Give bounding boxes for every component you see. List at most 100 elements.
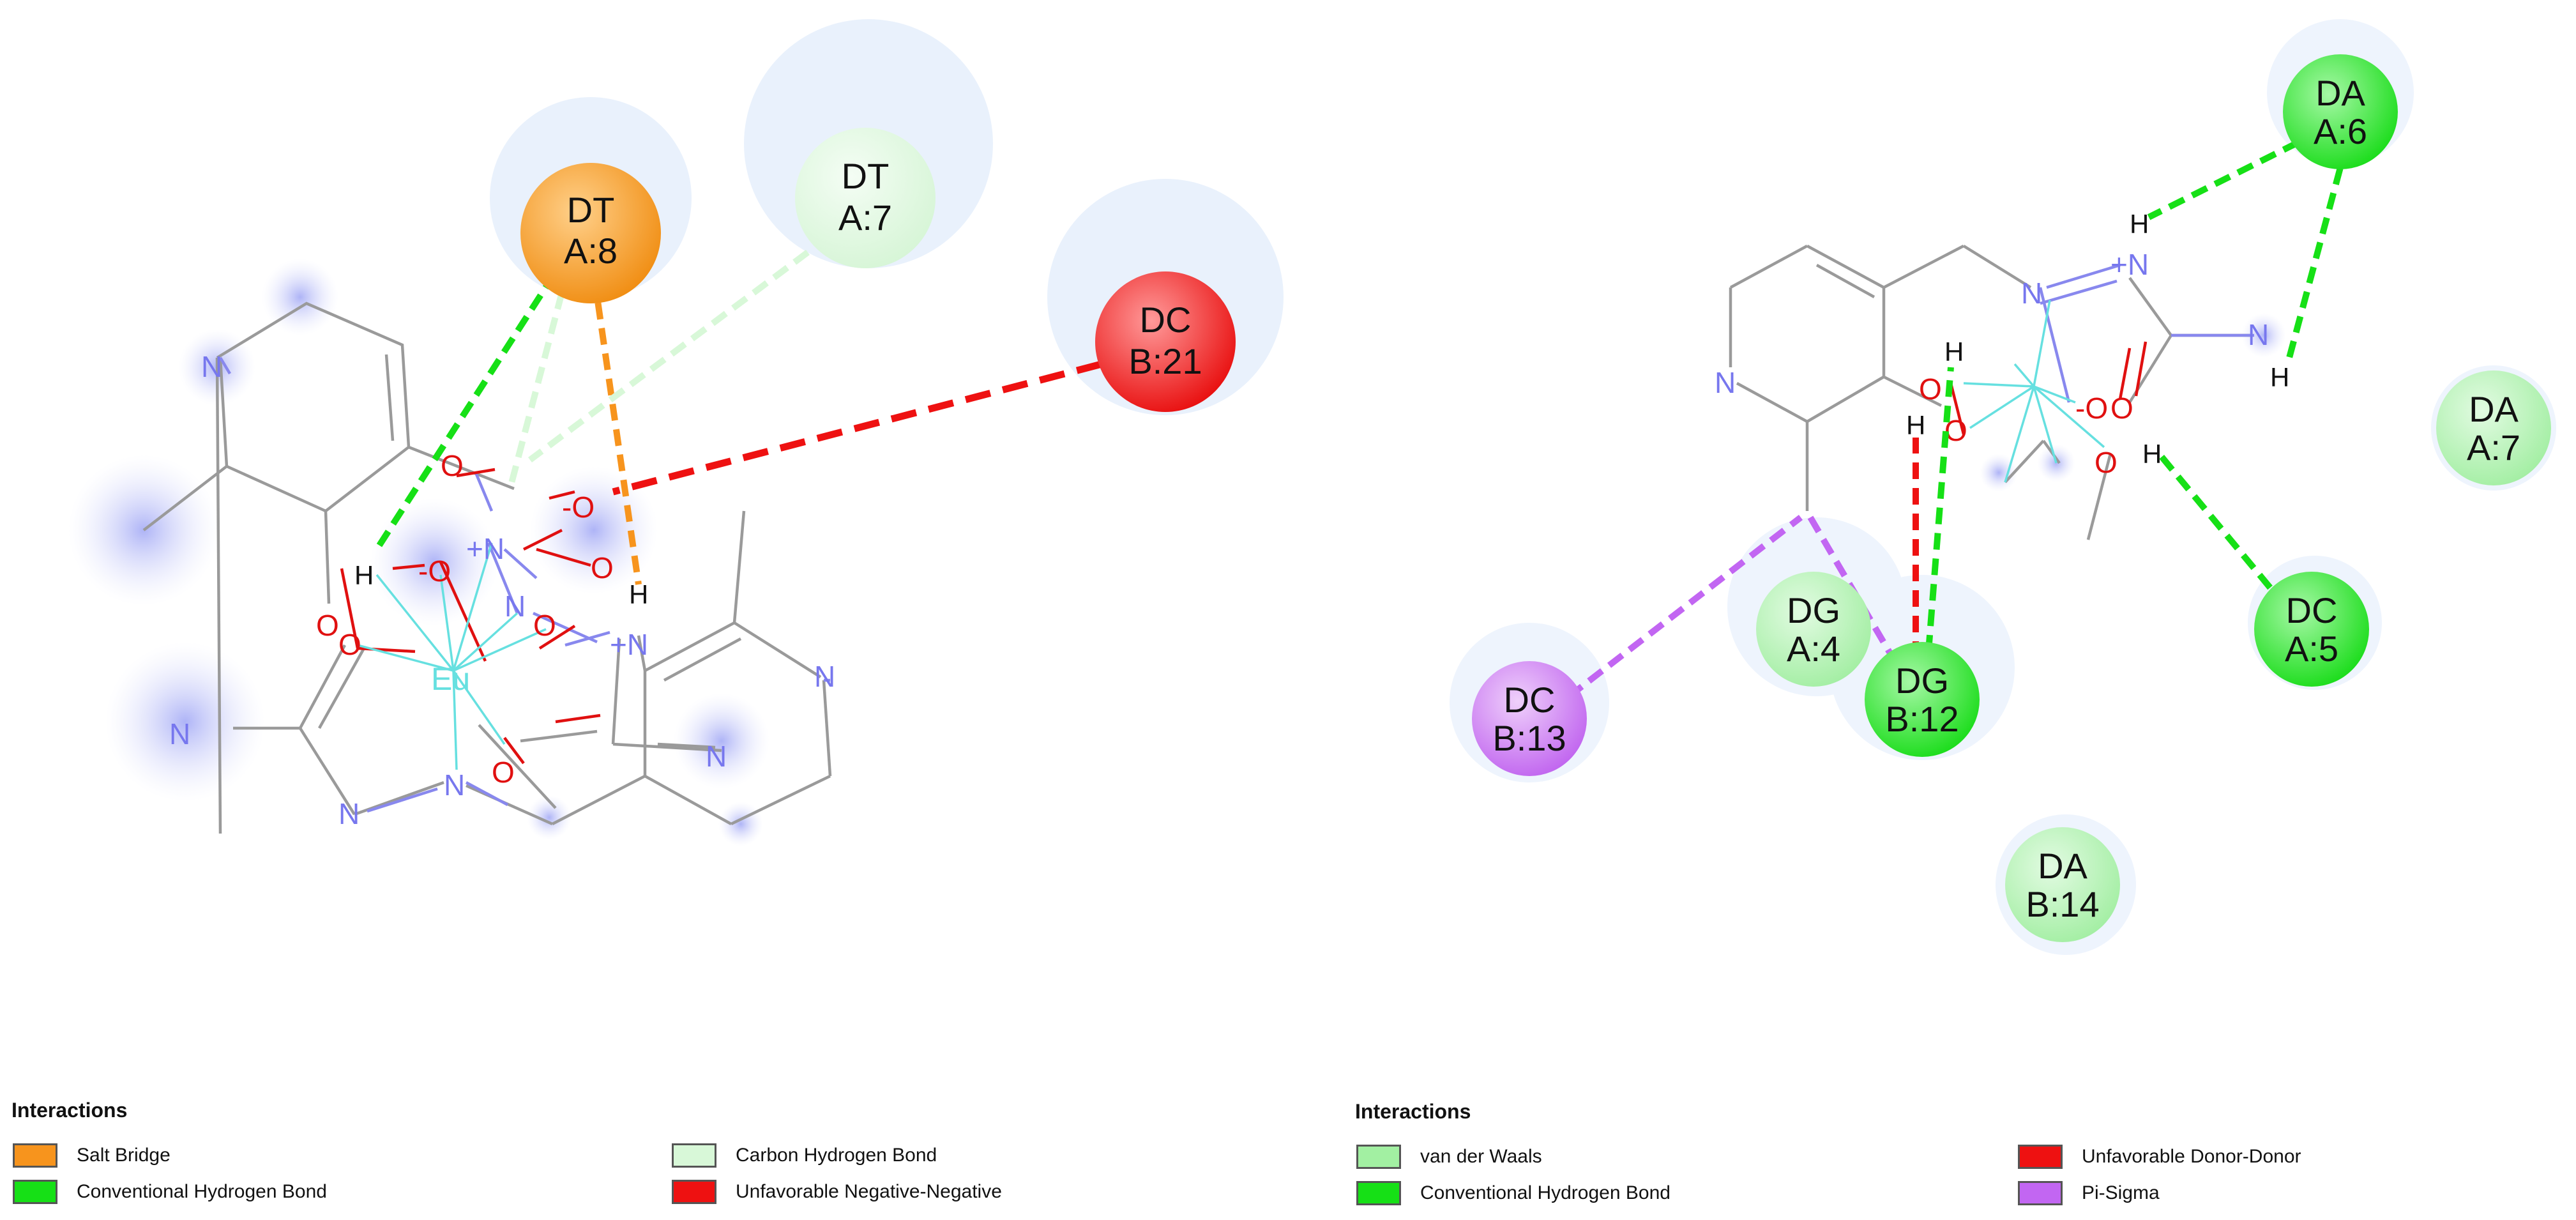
atom-n: N bbox=[201, 350, 222, 383]
atom-o: O bbox=[2110, 392, 2133, 425]
atom-eu: Eu bbox=[431, 661, 470, 697]
residue-id: A:7 bbox=[2467, 427, 2520, 468]
residue-name: DG bbox=[1787, 590, 1840, 630]
residue-dc-b13: DC B:13 bbox=[1472, 661, 1587, 776]
legend-label: Conventional Hydrogen Bond bbox=[77, 1181, 327, 1202]
atom-n: N bbox=[338, 797, 360, 830]
atom-h: H bbox=[1944, 337, 1964, 367]
residue-name: DG bbox=[1895, 660, 1949, 701]
blur-8 bbox=[527, 795, 572, 840]
residue-id: A:8 bbox=[564, 231, 617, 271]
residue-disc bbox=[520, 163, 661, 303]
residue-id: A:6 bbox=[2314, 111, 2367, 151]
carbon-hbond-line-dt-a7 bbox=[528, 249, 810, 463]
legend-label: Conventional Hydrogen Bond bbox=[1420, 1182, 1671, 1203]
legend-label: Salt Bridge bbox=[77, 1145, 170, 1166]
legend-swatch bbox=[672, 1180, 716, 1204]
atom-h: H bbox=[2130, 209, 2149, 239]
residue-id: B:21 bbox=[1128, 341, 1202, 381]
legend-swatch bbox=[13, 1143, 57, 1168]
legend-title: Interactions bbox=[1355, 1100, 1471, 1123]
atom-o: O bbox=[316, 609, 339, 642]
atom-h: H bbox=[354, 560, 374, 590]
residue-dg-b12: DG B:12 bbox=[1865, 642, 1980, 757]
blur-2 bbox=[105, 642, 265, 802]
residue-disc bbox=[1095, 271, 1236, 412]
atom-n: N bbox=[1715, 366, 1736, 399]
hbond-line-dt-a8 bbox=[374, 250, 572, 551]
atom-h: H bbox=[1906, 410, 1925, 440]
atom-h: H bbox=[2270, 362, 2289, 392]
salt-bridge-line-dt-a8 bbox=[587, 252, 642, 585]
residue-id: A:5 bbox=[2285, 629, 2338, 669]
atom-n-plus: +N bbox=[2110, 248, 2149, 281]
atom-n: N bbox=[2021, 277, 2042, 310]
residue-dc-a5: DC A:5 bbox=[2254, 572, 2369, 687]
residue-name: DC bbox=[1504, 680, 1556, 720]
atom-o: O bbox=[1919, 372, 1942, 406]
left-eu-coordination bbox=[357, 542, 547, 770]
legend-swatch bbox=[13, 1180, 57, 1204]
residue-id: B:14 bbox=[2026, 884, 2099, 924]
residue-name: DA bbox=[2038, 846, 2087, 886]
atom-o: O bbox=[2095, 446, 2118, 479]
left-diagram: N N N N N +N N N +N O -O -O O O O O O H … bbox=[68, 19, 1284, 846]
atom-o: O bbox=[533, 609, 556, 642]
neg-neg-line-dc-b21 bbox=[612, 360, 1103, 496]
legend-item-unfavorable-neg-neg: Unfavorable Negative-Negative bbox=[672, 1177, 1002, 1207]
blur-5 bbox=[262, 259, 338, 335]
atom-o-minus: -O bbox=[418, 554, 451, 588]
blur-7 bbox=[530, 466, 658, 594]
atom-o: O bbox=[441, 449, 464, 482]
legend-swatch bbox=[1356, 1181, 1401, 1205]
legend-title: Interactions bbox=[11, 1099, 128, 1122]
residue-disc bbox=[1865, 642, 1980, 757]
residue-da-a7: DA A:7 bbox=[2436, 370, 2551, 485]
residue-name: DT bbox=[567, 190, 615, 230]
legend-swatch bbox=[2018, 1181, 2063, 1205]
blur-r1 bbox=[2241, 313, 2286, 358]
atom-o: O bbox=[338, 628, 361, 661]
legend-swatch bbox=[1356, 1145, 1401, 1169]
legend-label: Unfavorable Donor-Donor bbox=[2082, 1146, 2301, 1167]
hbond-line-da-a6-1 bbox=[2147, 128, 2323, 220]
residue-disc bbox=[1756, 572, 1871, 687]
atom-n: N bbox=[504, 590, 526, 623]
legend-item-conventional-hbond: Conventional Hydrogen Bond bbox=[1356, 1178, 1671, 1208]
atom-n-plus: +N bbox=[466, 532, 504, 565]
hbond-line-da-a6-2 bbox=[2286, 142, 2350, 359]
hbond-line-dg-b12 bbox=[1925, 367, 1954, 652]
legend-label: van der Waals bbox=[1420, 1146, 1542, 1167]
residue-dc-b21: DC B:21 bbox=[1095, 271, 1236, 412]
legend-swatch bbox=[2018, 1145, 2063, 1169]
residue-name: DA bbox=[2315, 73, 2365, 113]
residue-name: DT bbox=[842, 156, 890, 196]
atom-o: O bbox=[591, 551, 614, 584]
atom-n-plus: +N bbox=[610, 628, 648, 661]
legend-label: Unfavorable Negative-Negative bbox=[736, 1181, 1002, 1202]
legend-item-pi-sigma: Pi-Sigma bbox=[2018, 1178, 2160, 1208]
atom-n: N bbox=[2248, 318, 2269, 351]
legend-swatch bbox=[672, 1143, 716, 1168]
residue-disc bbox=[2254, 572, 2369, 687]
right-diagram: N N +N N O O -O O O H H H H H DA bbox=[1450, 19, 2556, 955]
legend-label: Carbon Hydrogen Bond bbox=[736, 1145, 937, 1166]
residue-disc bbox=[795, 128, 936, 268]
legend-label: Pi-Sigma bbox=[2082, 1182, 2160, 1203]
left-interaction-lines bbox=[374, 249, 1103, 585]
atom-o-minus: -O bbox=[2075, 392, 2108, 425]
left-solvent-halos bbox=[68, 19, 1284, 846]
residue-disc bbox=[2005, 827, 2120, 942]
residue-disc bbox=[2283, 54, 2398, 169]
legend-item-unfavorable-donor-donor: Unfavorable Donor-Donor bbox=[2018, 1142, 2301, 1171]
residue-dt-a7: DT A:7 bbox=[795, 128, 936, 268]
atom-n: N bbox=[814, 660, 835, 693]
residue-da-b14: DA B:14 bbox=[2005, 827, 2120, 942]
atom-n: N bbox=[444, 768, 465, 802]
atom-n: N bbox=[706, 740, 727, 773]
pi-sigma-line-dc-b13 bbox=[1546, 515, 1803, 715]
legend-item-carbon-hbond: Carbon Hydrogen Bond bbox=[672, 1141, 937, 1170]
residue-name: DC bbox=[2286, 590, 2338, 630]
carbon-hbond-line-dt-a8 bbox=[508, 267, 572, 487]
